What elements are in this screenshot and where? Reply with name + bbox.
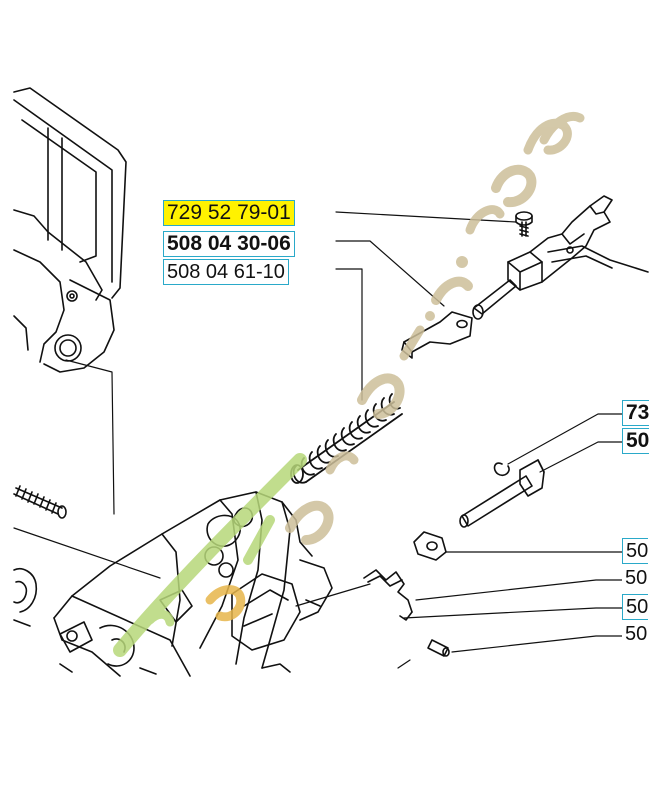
washer-plate (413, 531, 447, 561)
small-pin (427, 639, 450, 657)
threaded-pin-left (13, 485, 67, 519)
part-number-label-wire-spring: 50 (622, 566, 648, 590)
part-number-label-clip: 50 (622, 594, 649, 620)
wire-spring (363, 569, 413, 621)
part-number-label-bolt: 50 (622, 428, 650, 454)
part-number-label-bracket: 508 04 30-06 (163, 231, 295, 257)
upper-housing-frame (13, 87, 127, 373)
screw (515, 211, 533, 237)
watermark-logo (113, 112, 585, 657)
throttle-lever-assembly (472, 195, 649, 320)
circlip (493, 462, 510, 477)
part-number-label-pin: 50 (622, 622, 648, 646)
part-number-label-screw: 729 52 79-01 (163, 200, 295, 226)
part-number-label-circlip: 73 (622, 400, 650, 426)
left-ring-detail (13, 568, 38, 627)
long-bolt (459, 459, 545, 528)
part-number-label-spring: 508 04 61-10 (163, 259, 289, 285)
leader-lines (13, 211, 623, 669)
part-number-label-washer: 50 (622, 538, 649, 564)
